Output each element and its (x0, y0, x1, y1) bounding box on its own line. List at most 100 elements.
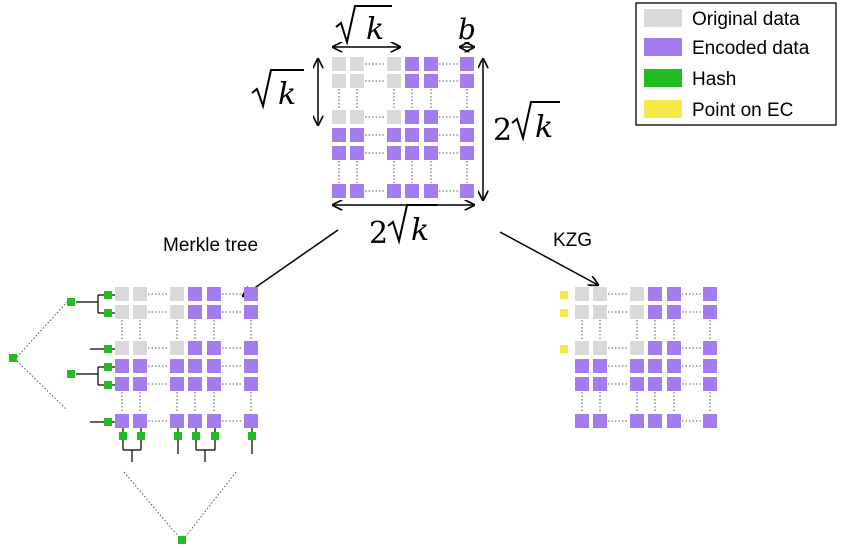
encoded-cell (460, 128, 474, 142)
top-radical-sign (335, 5, 392, 46)
tree-edge-dots (123, 471, 179, 537)
encoded-cell (667, 287, 681, 301)
ec-point (560, 345, 568, 353)
encoded-cell (648, 414, 662, 428)
encoded-cell (703, 287, 717, 301)
encoded-cell (387, 184, 401, 198)
encoded-cell (405, 146, 419, 160)
encoded-cell (244, 359, 258, 373)
kzg-label: KZG (553, 230, 592, 251)
row-hash (104, 291, 112, 299)
encoded-cell (170, 377, 184, 391)
top-radicand: k (366, 12, 384, 47)
original-cell (332, 110, 346, 124)
original-cell (387, 110, 401, 124)
original-cell (630, 305, 644, 319)
legend-swatch-point (644, 100, 682, 118)
encoded-cell (244, 341, 258, 355)
original-cell (630, 287, 644, 301)
original-cell (170, 341, 184, 355)
encoded-cell (575, 414, 589, 428)
original-cell (575, 341, 589, 355)
right-radical-sign (511, 101, 560, 142)
encoded-cell (133, 359, 147, 373)
row-hash (104, 309, 112, 317)
kzg-commitment-points (560, 291, 568, 353)
original-cell (332, 74, 346, 88)
encoded-cell (667, 341, 681, 355)
encoded-cell (332, 184, 346, 198)
original-cell (115, 305, 129, 319)
parent-hash (67, 370, 75, 378)
bottom-2-sqrt-k-label: 2 k (369, 204, 437, 251)
encoded-cell (244, 305, 258, 319)
main-grid-dimensions: k b k 2 k 2 k (251, 5, 560, 251)
tree-edge-dots (16, 360, 68, 411)
merkle-tree-label: Merkle tree (163, 235, 258, 256)
original-cell (332, 57, 346, 71)
bottom-radicand: k (411, 213, 429, 248)
encoded-cell (424, 184, 438, 198)
encoded-cell (460, 184, 474, 198)
tree-edge-dots (16, 301, 68, 358)
encoded-cell (424, 110, 438, 124)
encoded-cell (593, 359, 607, 373)
encoded-cell (332, 146, 346, 160)
encoded-cell (460, 74, 474, 88)
encoded-cell (424, 128, 438, 142)
parent-hash (67, 298, 75, 306)
encoded-cell (207, 305, 221, 319)
original-cell (170, 305, 184, 319)
legend-label-hash: Hash (692, 69, 736, 90)
encoded-cell (405, 184, 419, 198)
encoded-cell (188, 414, 202, 428)
encoded-cell (170, 414, 184, 428)
original-cell (133, 287, 147, 301)
legend: Original data Encoded data Hash Point on… (635, 2, 837, 126)
bottom-coefficient: 2 (369, 216, 388, 251)
encoded-cell (424, 146, 438, 160)
column-root-hash (178, 536, 186, 544)
encoded-cell (460, 57, 474, 71)
encoded-cell (115, 377, 129, 391)
legend-swatch-hash (644, 69, 682, 87)
encoded-cell (703, 377, 717, 391)
encoded-cell (648, 305, 662, 319)
block-size-label: b (458, 13, 476, 46)
original-cell (170, 287, 184, 301)
original-cell (593, 341, 607, 355)
column-hash (248, 432, 256, 440)
ec-point (560, 291, 568, 299)
original-cell (115, 341, 129, 355)
encoded-cell (207, 287, 221, 301)
main-data-grid (332, 57, 474, 198)
encoded-cell (630, 414, 644, 428)
original-cell (387, 74, 401, 88)
column-hash (192, 432, 200, 440)
legend-label-encoded: Encoded data (692, 38, 810, 59)
encoded-cell (648, 341, 662, 355)
original-cell (387, 57, 401, 71)
encoded-cell (648, 287, 662, 301)
encoded-cell (703, 414, 717, 428)
encoded-cell (188, 305, 202, 319)
encoded-cell (188, 377, 202, 391)
original-cell (350, 110, 364, 124)
row-hash (104, 345, 112, 353)
encoded-cell (405, 57, 419, 71)
encoded-cell (648, 359, 662, 373)
encoded-cell (405, 128, 419, 142)
original-cell (350, 74, 364, 88)
encoded-cell (460, 110, 474, 124)
legend-swatch-encoded (644, 38, 682, 56)
original-cell (630, 341, 644, 355)
encoded-cell (575, 377, 589, 391)
encoded-cell (630, 359, 644, 373)
right-radicand: k (535, 110, 553, 145)
merkle-branch-arrow (243, 229, 339, 296)
encoded-cell (188, 341, 202, 355)
encoded-cell (188, 287, 202, 301)
original-cell (350, 57, 364, 71)
encoded-cell (387, 128, 401, 142)
